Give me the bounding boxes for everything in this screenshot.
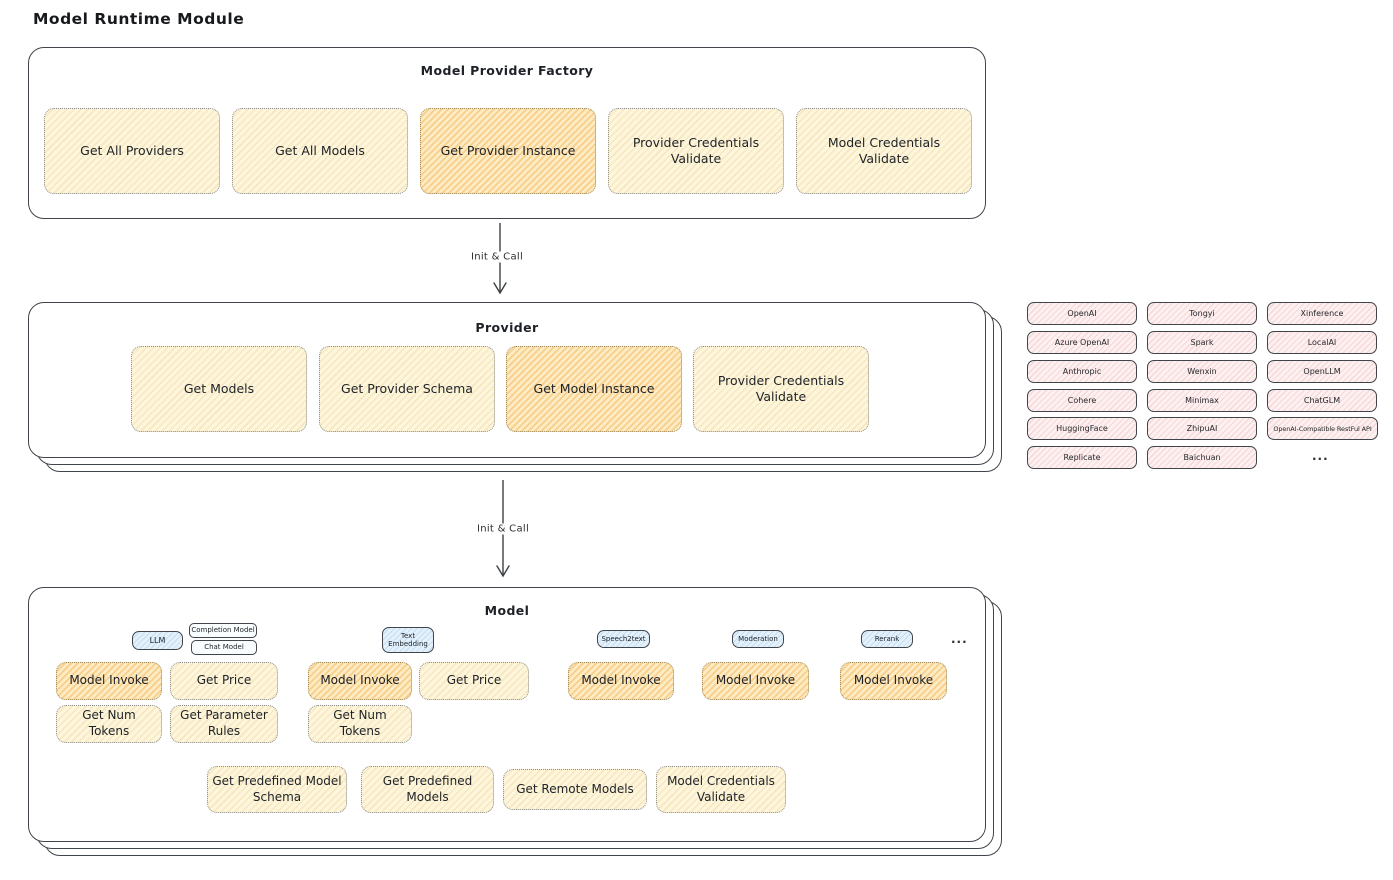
node-get-model-instance: Get Model Instance — [506, 346, 682, 432]
node-provider-credentials-validate: Provider Credentials Validate — [608, 108, 784, 194]
provider-pill-huggingface: HuggingFace — [1027, 417, 1137, 440]
tag-chat-model: Chat Model — [191, 640, 257, 655]
node-provider-credentials-validate-2: Provider Credentials Validate — [693, 346, 869, 432]
tag-rerank: Rerank — [861, 630, 913, 648]
node-model-invoke-embedding: Model Invoke — [308, 662, 412, 700]
tag-text-embedding: Text Embedding — [382, 627, 434, 653]
tag-llm: LLM — [132, 631, 183, 650]
provider-box: Provider Get Models Get Provider Schema … — [28, 302, 986, 458]
provider-pill-zhipuai: ZhipuAI — [1147, 417, 1257, 440]
provider-title: Provider — [475, 320, 539, 335]
factory-title: Model Provider Factory — [420, 63, 594, 78]
node-model-credentials-validate: Model Credentials Validate — [796, 108, 972, 194]
provider-pill-minimax: Minimax — [1147, 389, 1257, 412]
provider-pill-replicate: Replicate — [1027, 446, 1137, 469]
node-get-provider-schema: Get Provider Schema — [319, 346, 495, 432]
node-get-predefined-models: Get Predefined Models — [361, 766, 494, 813]
node-model-invoke-moderation: Model Invoke — [702, 662, 809, 700]
node-get-parameter-rules: Get Parameter Rules — [170, 705, 278, 743]
provider-pill-baichuan: Baichuan — [1147, 446, 1257, 469]
provider-list: OpenAI Azure OpenAI Anthropic Cohere Hug… — [1027, 302, 1379, 472]
page-title: Model Runtime Module — [33, 10, 245, 28]
node-model-invoke-rerank: Model Invoke — [840, 662, 947, 700]
node-get-price-embedding: Get Price — [419, 662, 529, 700]
node-get-price-llm: Get Price — [170, 662, 278, 700]
provider-pill-openllm: OpenLLM — [1267, 360, 1377, 383]
provider-list-more: ... — [1312, 449, 1329, 463]
node-model-credentials-validate-2: Model Credentials Validate — [656, 766, 786, 813]
node-model-invoke-llm: Model Invoke — [56, 662, 162, 700]
provider-pill-openai-compatible: OpenAI-Compatible RestFul API — [1267, 417, 1378, 440]
node-get-provider-instance: Get Provider Instance — [420, 108, 596, 194]
node-get-predefined-model-schema: Get Predefined Model Schema — [207, 766, 347, 813]
node-get-num-tokens-llm: Get Num Tokens — [56, 705, 162, 743]
arrow-label-init-call-1: Init & Call — [465, 251, 529, 263]
arrow-label-init-call-2: Init & Call — [471, 523, 535, 535]
provider-pill-azure-openai: Azure OpenAI — [1027, 331, 1137, 354]
provider-pill-anthropic: Anthropic — [1027, 360, 1137, 383]
factory-box: Model Provider Factory Get All Providers… — [28, 47, 986, 219]
provider-pill-wenxin: Wenxin — [1147, 360, 1257, 383]
node-get-num-tokens-embedding: Get Num Tokens — [308, 705, 412, 743]
tag-moderation: Moderation — [732, 630, 784, 648]
node-model-invoke-speech2text: Model Invoke — [568, 662, 674, 700]
model-tags-more: ... — [951, 632, 968, 646]
model-title: Model — [484, 603, 530, 618]
node-get-models: Get Models — [131, 346, 307, 432]
provider-pill-localai: LocalAI — [1267, 331, 1377, 354]
provider-pill-xinference: Xinference — [1267, 302, 1377, 325]
node-get-all-models: Get All Models — [232, 108, 408, 194]
provider-pill-cohere: Cohere — [1027, 389, 1137, 412]
node-get-remote-models: Get Remote Models — [503, 769, 647, 810]
node-get-all-providers: Get All Providers — [44, 108, 220, 194]
provider-pill-spark: Spark — [1147, 331, 1257, 354]
tag-speech2text: Speech2text — [597, 630, 650, 648]
model-box: Model LLM Completion Model Chat Model Te… — [28, 587, 986, 842]
provider-pill-openai: OpenAI — [1027, 302, 1137, 325]
tag-completion-model: Completion Model — [189, 623, 257, 638]
provider-pill-tongyi: Tongyi — [1147, 302, 1257, 325]
provider-pill-chatglm: ChatGLM — [1267, 389, 1377, 412]
